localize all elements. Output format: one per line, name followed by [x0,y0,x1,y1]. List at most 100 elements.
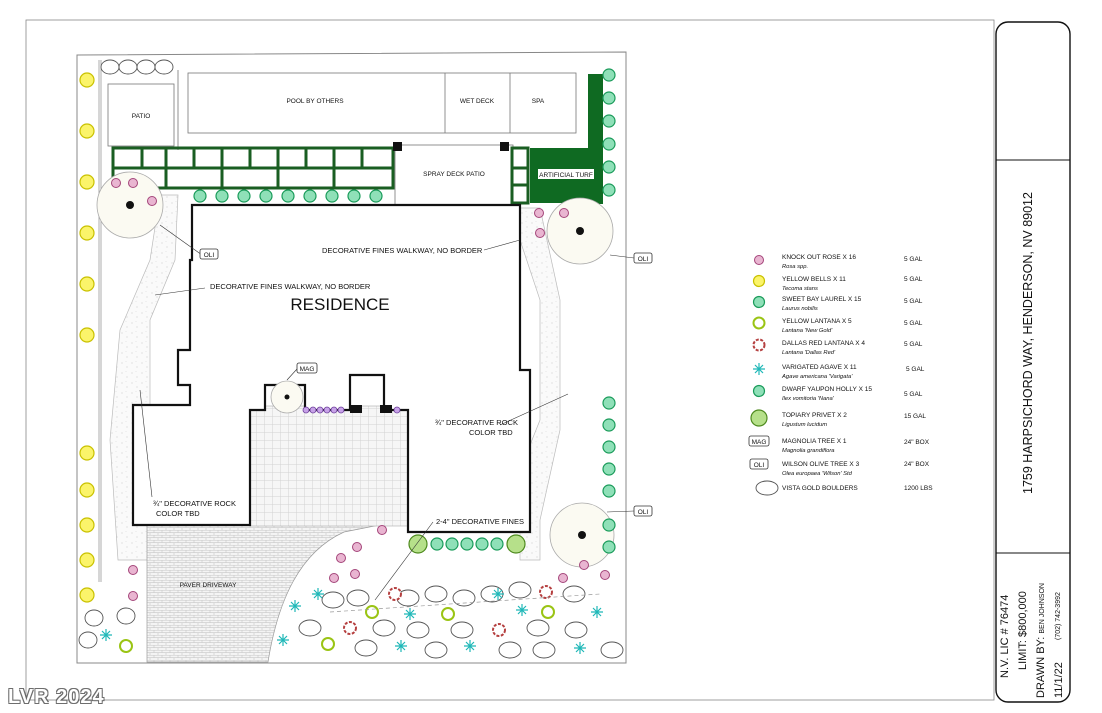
legend-latin-5: Agave americana 'Varigata' [781,374,853,380]
legend-name-6: DWARF YAUPON HOLLY X 15 [782,386,872,393]
planter-frame [111,146,530,205]
spa-label: SPA [532,98,545,105]
drawn-by-label: DRAWN BY: [1035,636,1047,698]
legend-name-0: KNOCK OUT ROSE X 16 [782,254,856,261]
rock-left-label-2: COLOR TBD [156,509,200,518]
holly-icon [752,384,766,398]
walkway-top-label: DECORATIVE FINES WALKWAY, NO BORDER [322,246,483,255]
olive-tree-2 [546,197,614,265]
oli-tag-1: OLI [204,252,215,259]
yellow-bells-group [79,72,95,603]
residence-label: RESIDENCE [290,295,389,314]
legend-latin-1: Tecoma stans [782,286,818,292]
legend-size-7: 15 GAL [904,413,926,420]
legend-latin-7: Ligustum lucidum [782,422,827,428]
legend-latin-6: Ilex vomitoria 'Nana' [782,396,835,402]
olive-tag-icon [749,458,769,470]
limit-text: LIMIT: $800,000 [1017,591,1029,670]
legend-name-7: TOPIARY PRIVET X 2 [782,412,847,419]
legend-latin-9: Olea europaea 'Wilson' Std [782,471,853,477]
address-text: 1759 HARPSICHORD WAY, HENDERSON, NV 8901… [1021,192,1035,494]
artificial-turf-label: ARTIFICIAL TURF [539,172,593,179]
plant-legend: MAG OLI KNOCK OUT ROSE X 16 Rosa spp. 5 … [748,254,933,496]
watermark: LVR 2024 [8,686,105,708]
front-shrub-row [430,537,504,551]
patio-label: PATIO [132,113,151,120]
sheet-border [25,19,995,701]
rock-right-label-2: COLOR TBD [469,428,513,437]
spray-deck-label: SPRAY DECK PATIO [423,171,485,178]
yellow-lantana-icon [752,316,766,330]
legend-latin-4: Lantana 'Dallas Red' [782,350,836,356]
legend-latin-3: Lantana 'New Gold' [782,328,833,334]
license-text: N.V. LIC # 76474 [999,594,1011,678]
drawn-by-row: DRAWN BY: BEN JOHNSON [1035,583,1047,698]
legend-size-9: 24" BOX [904,461,930,468]
legend-latin-2: Laurus nobilis [782,306,818,312]
turf-strip [588,74,603,204]
oli-tag-3: OLI [638,509,649,516]
legend-name-4: DALLAS RED LANTANA X 4 [782,340,865,347]
agave-icon [753,363,765,375]
drawn-by-name: BEN JOHNSON [1039,583,1046,634]
patio-box [107,83,175,147]
magnolia-tag-icon [748,435,770,447]
oli-tag-2-box [633,252,653,264]
legend-name-10: VISTA GOLD BOULDERS [782,485,858,492]
olive-tree-3 [549,502,615,568]
legend-name-5: VARIGATED AGAVE X 11 [782,364,857,371]
legend-size-4: 5 GAL [904,341,923,348]
spray-deck-box [394,144,514,206]
phone-text: (702) 742-3992 [1055,592,1062,640]
mag-tag: MAG [300,366,315,373]
legend-size-8: 24" BOX [904,439,930,446]
rock-right-label-1: ¾" DECORATIVE ROCK [435,418,518,427]
legend-size-5: 5 GAL [906,366,925,373]
date-text: 11/1/22 [1053,662,1065,698]
legend-name-9: WILSON OLIVE TREE X 3 [782,461,860,468]
legend-size-10: 1200 LBS [904,485,933,492]
magnolia-tag-text: MAG [752,439,767,446]
pool-box [187,72,577,134]
fines-front-label: 2-4" DECORATIVE FINES [436,517,524,526]
oli-tag-2: OLI [638,256,649,263]
front-entry-tiles [249,405,409,527]
legend-name-3: YELLOW LANTANA X 5 [782,318,852,325]
legend-size-6: 5 GAL [904,391,923,398]
front-boulders [78,581,624,659]
top-boulders [100,59,174,75]
boulder-icon [755,480,779,496]
holly-right-strip [602,68,616,554]
privet-icon [750,409,768,427]
residence-outline [131,203,532,534]
laurel-row [193,189,383,203]
title-block-border [995,21,1071,703]
legend-size-2: 5 GAL [904,298,923,305]
pool-label: POOL BY OTHERS [286,98,344,105]
olive-tag-text: OLI [754,462,765,469]
legend-name-2: SWEET BAY LAUREL X 15 [782,296,862,303]
driveway-label: PAVER DRIVEWAY [180,582,237,589]
laurel-icon [752,295,766,309]
oli-tag-1-box [199,248,219,260]
rose-icon [754,255,764,265]
agave-group [100,588,603,654]
legend-size-1: 5 GAL [904,276,923,283]
rose-group [111,178,610,601]
rock-left-label-1: ¾" DECORATIVE ROCK [153,499,236,508]
oli-tag-3-box [633,505,653,517]
red-lantana-icon [752,338,766,352]
wet-deck-label: WET DECK [460,98,495,105]
mag-tag-box [296,362,318,374]
entry-flower-row [302,406,401,414]
legend-latin-8: Magnolia grandiflora [782,448,835,454]
legend-size-3: 5 GAL [904,320,923,327]
legend-name-1: YELLOW BELLS X 11 [782,276,846,283]
yellow-lantana-group [119,605,555,653]
legend-size-0: 5 GAL [904,256,923,263]
olive-tree-1 [96,171,164,239]
red-lantana-group [343,585,553,637]
title-block: 1759 HARPSICHORD WAY, HENDERSON, NV 8901… [995,22,1071,702]
legend-latin-0: Rosa spp. [782,264,808,270]
